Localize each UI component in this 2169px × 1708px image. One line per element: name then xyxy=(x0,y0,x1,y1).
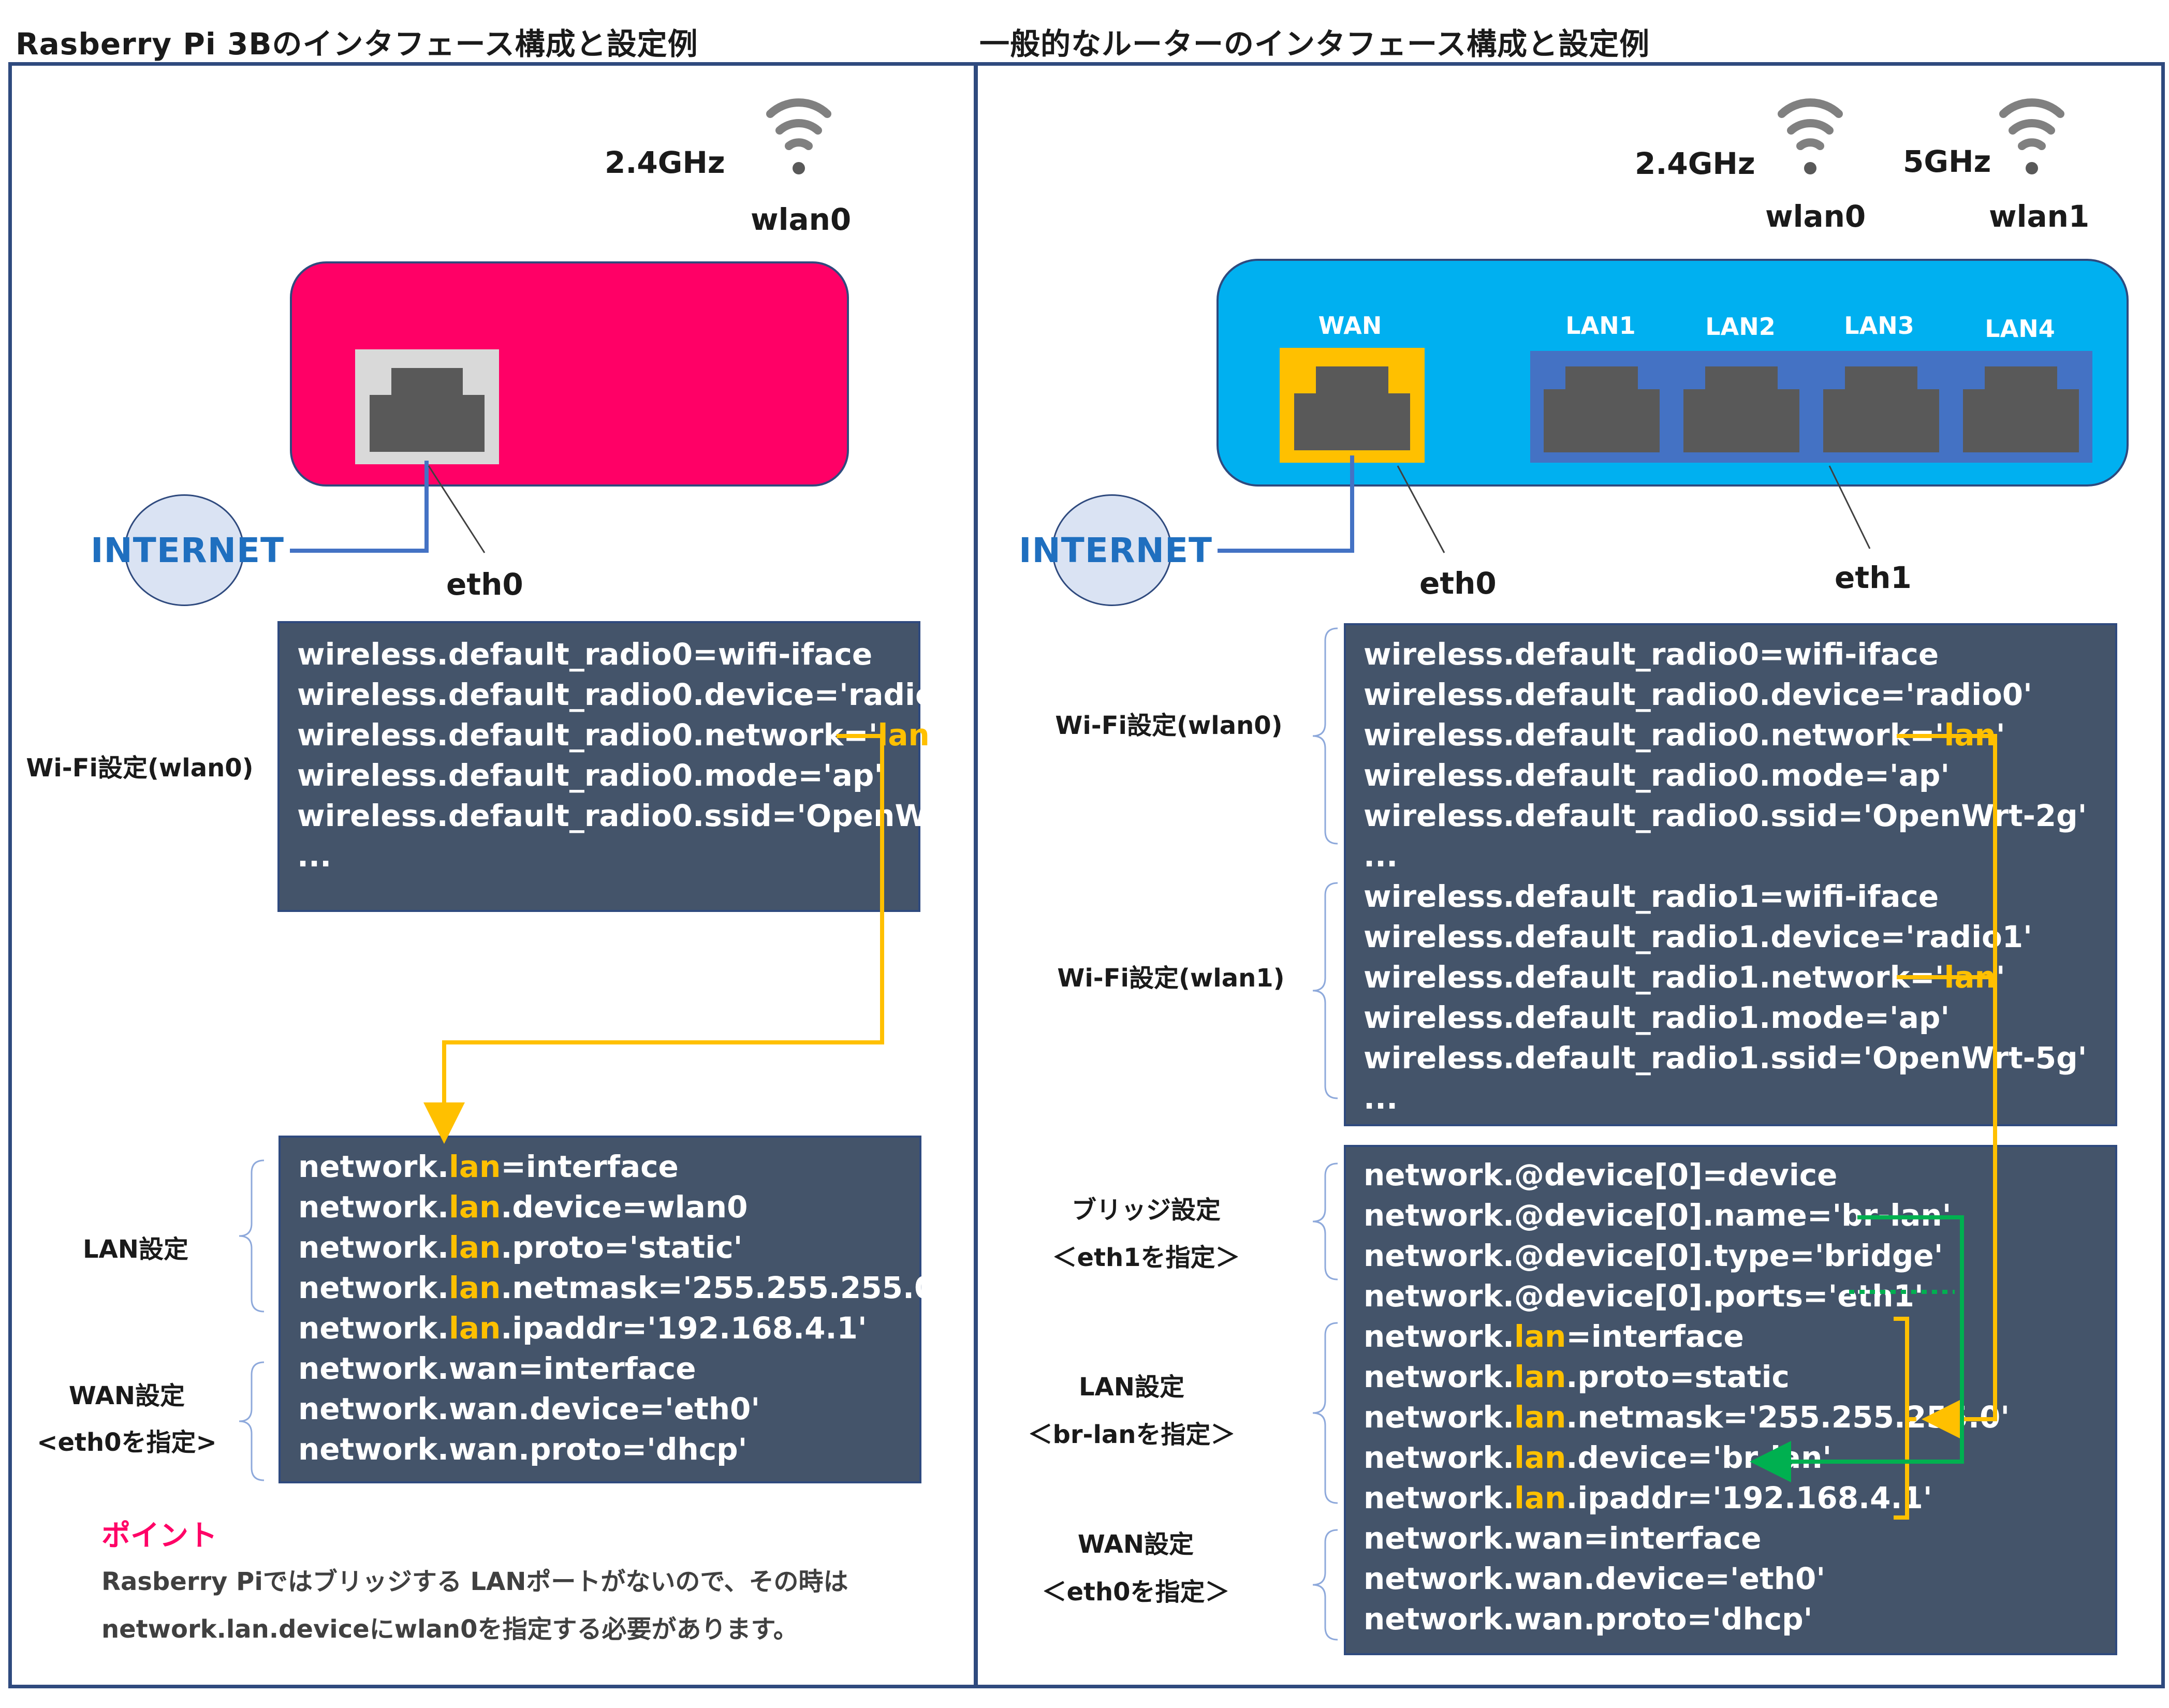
left-title: Rasberry Pi 3Bのインタフェース構成と設定例 xyxy=(16,26,698,62)
code-line: wireless.default_radio1.device='radio1' xyxy=(1364,919,2032,954)
lan2-port xyxy=(1683,366,1799,452)
wan-label-line: <eth0を指定> xyxy=(37,1428,217,1457)
lan3-label: LAN3 xyxy=(1844,312,1914,340)
lan4-port xyxy=(1963,366,2079,452)
code-line: wireless.default_radio0.network='lan' xyxy=(297,717,939,753)
code-line: network.wan.device='eth0' xyxy=(1364,1561,1826,1596)
left-network-config: network.lan=interface network.lan.device… xyxy=(279,1136,944,1483)
right-eth0: eth0 xyxy=(1419,566,1497,601)
code-line: network.lan=interface xyxy=(1364,1319,1744,1354)
right-wlan1: wlan1 xyxy=(1989,199,2090,234)
code-line: network.@device[0].ports='eth1' xyxy=(1364,1278,1924,1314)
lan1-port xyxy=(1544,366,1660,452)
right-wifi0-label: Wi-Fi設定(wlan0) xyxy=(1055,711,1283,740)
wifi-icon xyxy=(1999,98,2064,174)
bridge-label-line: ブリッジ設定 xyxy=(1071,1196,1221,1225)
code-line: network.lan.ipaddr='192.168.4.1' xyxy=(298,1311,867,1346)
code-line: network.wan.proto='dhcp' xyxy=(1364,1601,1813,1637)
right-panel xyxy=(974,62,2165,1688)
code-line: wireless.default_radio1.mode='ap' xyxy=(1364,1000,1950,1035)
right-wlan0: wlan0 xyxy=(1765,199,1866,234)
wan-label-line: WAN設定 xyxy=(1077,1530,1194,1559)
code-line: network.lan.proto=static xyxy=(1364,1359,1790,1394)
code-line: network.lan.proto='static' xyxy=(298,1230,743,1265)
internet-label: INTERNET xyxy=(1019,531,1213,570)
pi-ethernet-port xyxy=(355,349,499,464)
wan-port xyxy=(1280,348,1425,463)
code-line: network.lan.ipaddr='192.168.4.1' xyxy=(1364,1480,1932,1515)
internet-cloud xyxy=(124,494,244,606)
internet-label: INTERNET xyxy=(91,531,285,570)
left-wlan0: wlan0 xyxy=(751,202,852,237)
code-line: wireless.default_radio0=wifi-iface xyxy=(1364,637,1939,672)
right-bridge-label: ブリッジ設定 ＜eth1を指定＞ xyxy=(1052,1186,1240,1282)
lan-label-line: ＜br-lanを指定＞ xyxy=(1028,1420,1236,1449)
code-line: wireless.default_radio0.device='radio0' xyxy=(297,677,966,712)
lan4-label: LAN4 xyxy=(1985,315,2055,343)
right-lan-label: LAN設定 ＜br-lanを指定＞ xyxy=(1028,1363,1236,1459)
left-lan-label: LAN設定 xyxy=(83,1235,188,1264)
right-wifi1-label: Wi-Fi設定(wlan1) xyxy=(1057,964,1285,993)
code-line: wireless.default_radio0.device='radio0' xyxy=(1364,677,2032,712)
right-wan-label: WAN設定 ＜eth0を指定＞ xyxy=(1042,1521,1229,1616)
code-line: network.wan.proto='dhcp' xyxy=(298,1432,748,1467)
lan3-port xyxy=(1823,366,1939,452)
code-line: network.@device[0]=device xyxy=(1364,1157,1838,1192)
left-wifi-config: wireless.default_radio0=wifi-iface wirel… xyxy=(277,621,966,912)
code-line: network.wan=interface xyxy=(298,1351,696,1386)
code-line: wireless.default_radio0.ssid='OpenWrt-2g… xyxy=(1364,798,2087,833)
code-line: wireless.default_radio0=wifi-iface xyxy=(297,637,873,672)
left-wan-label: WAN設定 <eth0を指定> xyxy=(37,1373,217,1466)
code-line: network.@device[0].type='bridge' xyxy=(1364,1238,1943,1273)
right-freq-24: 2.4GHz xyxy=(1635,146,1755,181)
point-line-2: network.lan.deviceにwlan0を指定する必要があります。 xyxy=(101,1615,798,1644)
wifi-icon xyxy=(766,98,831,174)
right-title: 一般的なルーターのインタフェース構成と設定例 xyxy=(979,26,1650,62)
code-line: wireless.default_radio0.mode='ap' xyxy=(1364,758,1950,793)
code-line: wireless.default_radio1=wifi-iface xyxy=(1364,879,1939,914)
right-eth1: eth1 xyxy=(1835,560,1912,595)
wan-port-label: WAN xyxy=(1318,312,1382,340)
internet-cloud xyxy=(1052,494,1172,606)
code-line: ... xyxy=(1364,838,1398,874)
code-line: network.wan.device='eth0' xyxy=(298,1391,760,1426)
code-line: network.lan=interface xyxy=(298,1149,679,1184)
bridge-label-line: ＜eth1を指定＞ xyxy=(1052,1243,1240,1272)
wan-label-line: WAN設定 xyxy=(68,1381,185,1410)
point-line-1: Rasberry Piではブリッジする LANポートがないので、その時は xyxy=(101,1567,848,1596)
code-line: ... xyxy=(1364,1081,1398,1116)
point-title: ポイント xyxy=(101,1519,217,1553)
left-eth0: eth0 xyxy=(446,567,523,602)
right-freq-5: 5GHz xyxy=(1903,144,1991,179)
code-line: network.lan.device=wlan0 xyxy=(298,1189,748,1225)
wifi-icon xyxy=(1778,98,1843,174)
code-line: ... xyxy=(297,838,332,874)
code-line: wireless.default_radio1.ssid='OpenWrt-5g… xyxy=(1364,1040,2087,1076)
code-line: network.lan.netmask='255.255.255.0' xyxy=(298,1270,945,1305)
left-freq: 2.4GHz xyxy=(605,145,725,180)
code-line: network.@device[0].name='br-lan' xyxy=(1364,1198,1952,1233)
code-line: network.wan=interface xyxy=(1364,1521,1762,1556)
lan-label-line: LAN設定 xyxy=(1079,1373,1184,1402)
lan2-label: LAN2 xyxy=(1705,313,1776,341)
wan-label-line: ＜eth0を指定＞ xyxy=(1042,1578,1230,1607)
lan1-label: LAN1 xyxy=(1565,312,1636,340)
left-wifi-label: Wi-Fi設定(wlan0) xyxy=(26,754,254,783)
code-line: wireless.default_radio0.mode='ap' xyxy=(297,758,884,793)
code-line: wireless.default_radio0.ssid='OpenWrt' xyxy=(297,798,966,833)
